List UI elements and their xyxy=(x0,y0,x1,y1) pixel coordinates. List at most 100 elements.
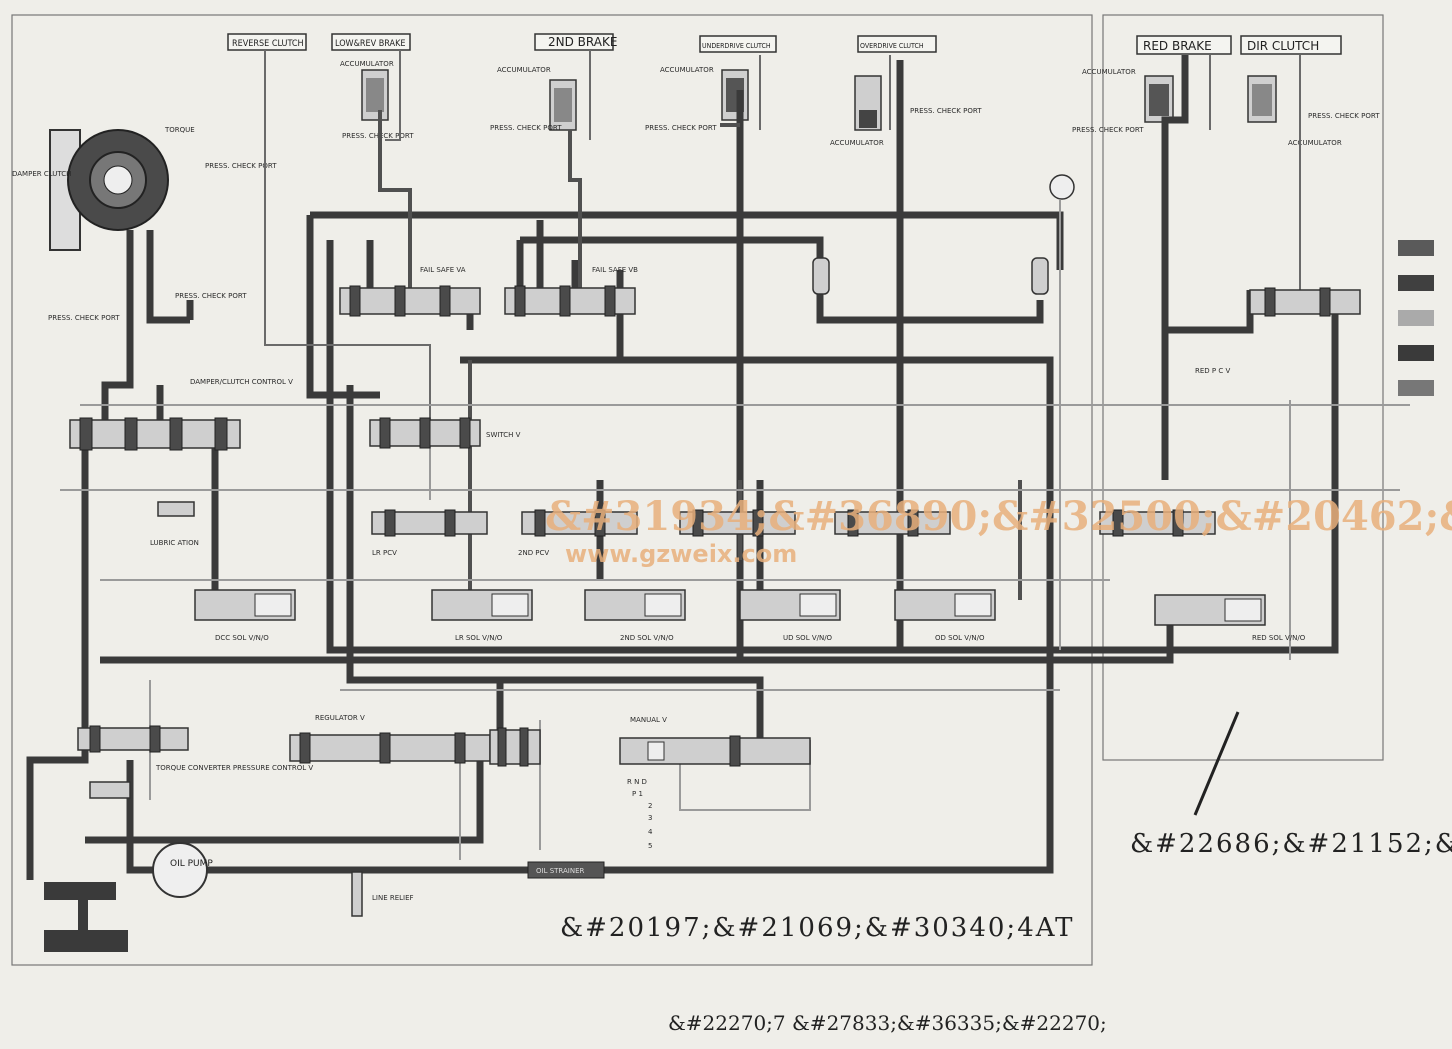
accumulator-low-rev: ACCUMULATOR PRESS. CHECK PORT xyxy=(340,60,414,140)
svg-text:REGULATOR V: REGULATOR V xyxy=(315,714,365,722)
svg-text:P 1: P 1 xyxy=(632,790,643,798)
svg-text:PRESS. CHECK PORT: PRESS. CHECK PORT xyxy=(205,162,277,170)
oil-pump: OIL PUMP xyxy=(152,842,213,898)
accumulator-ud: ACCUMULATOR PRESS. CHECK PORT xyxy=(645,66,749,132)
svg-text:2: 2 xyxy=(648,802,652,810)
svg-text:3: 3 xyxy=(648,814,652,822)
svg-text:ACCUMULATOR: ACCUMULATOR xyxy=(660,66,714,74)
ud-pcv-valve xyxy=(679,509,796,537)
watermark-cn: &#31934;&#36890;&#32500;&#20462;&#19979;… xyxy=(545,493,1452,540)
svg-text:PRESS. CHECK PORT: PRESS. CHECK PORT xyxy=(1072,126,1144,134)
accumulator-2nd: ACCUMULATOR PRESS. CHECK PORT xyxy=(490,66,577,132)
overdrive-clutch-label: OVERDRIVE CLUTCH xyxy=(857,35,937,53)
line-relief: LINE RELIEF xyxy=(351,871,414,917)
svg-text:REVERSE CLUTCH: REVERSE CLUTCH xyxy=(232,39,304,49)
svg-text:MANUAL V: MANUAL V xyxy=(630,716,667,724)
svg-text:RED BRAKE: RED BRAKE xyxy=(1143,39,1212,53)
red-brake-label: RED BRAKE xyxy=(1136,35,1232,55)
fail-safe-valve-a: FAIL SAFE VA xyxy=(339,266,481,317)
manual-valve: MANUAL V R N D P 1 2 3 4 5 xyxy=(619,716,811,850)
legend-swatch xyxy=(1398,240,1434,256)
svg-text:ACCUMULATOR: ACCUMULATOR xyxy=(1288,139,1342,147)
accumulator-od: ACCUMULATOR PRESS. CHECK PORT xyxy=(830,75,982,147)
svg-text:OVERDRIVE CLUTCH: OVERDRIVE CLUTCH xyxy=(860,42,924,50)
svg-text:OD SOL V/N/O: OD SOL V/N/O xyxy=(935,634,985,642)
dcc-solenoid: DCC SOL V/N/O xyxy=(194,589,296,642)
watermark-url: www.gzweix.com xyxy=(565,540,797,568)
svg-text:LR SOL V/N/O: LR SOL V/N/O xyxy=(455,634,503,642)
lr-pcv-valve: LR PCV xyxy=(371,509,488,557)
underdrive-clutch-label: UNDERDRIVE CLUTCH xyxy=(699,35,777,53)
legend-swatch xyxy=(1398,345,1434,361)
2nd-solenoid: 2ND SOL V/N/O xyxy=(584,589,686,642)
svg-text:FAIL SAFE VA: FAIL SAFE VA xyxy=(420,266,466,274)
ud-solenoid: UD SOL V/N/O xyxy=(739,589,841,642)
svg-text:TORQUE CONVERTER PRESSURE CONT: TORQUE CONVERTER PRESSURE CONTROL V xyxy=(155,764,313,772)
added-part-pointer xyxy=(1193,711,1240,816)
regulator-side-valves xyxy=(489,727,541,767)
svg-text:ACCUMULATOR: ACCUMULATOR xyxy=(497,66,551,74)
svg-text:OIL PUMP: OIL PUMP xyxy=(170,859,213,869)
second-brake-label: 2ND BRAKE xyxy=(534,33,617,51)
svg-text:LOW&REV BRAKE: LOW&REV BRAKE xyxy=(335,39,406,49)
svg-text:DAMPER/CLUTCH CONTROL V: DAMPER/CLUTCH CONTROL V xyxy=(190,378,293,386)
2nd-pcv-valve: 2ND PCV xyxy=(518,509,638,557)
svg-text:2ND PCV: 2ND PCV xyxy=(518,549,549,557)
svg-text:TORQUE: TORQUE xyxy=(164,126,195,134)
svg-text:ACCUMULATOR: ACCUMULATOR xyxy=(1082,68,1136,76)
svg-text:PRESS. CHECK PORT: PRESS. CHECK PORT xyxy=(490,124,562,132)
red-solenoid: RED SOL V/N/O xyxy=(1154,594,1306,642)
svg-text:RED SOL V/N/O: RED SOL V/N/O xyxy=(1252,634,1306,642)
svg-text:PRESS. CHECK PORT: PRESS. CHECK PORT xyxy=(1308,112,1380,120)
check-valve-top-right xyxy=(1049,174,1075,200)
svg-text:4: 4 xyxy=(648,828,653,836)
red-pcv-valve: RED P C V xyxy=(1195,287,1361,375)
svg-text:UNDERDRIVE CLUTCH: UNDERDRIVE CLUTCH xyxy=(702,42,771,50)
red-pcv-lower-valve xyxy=(1099,509,1216,537)
low-rev-brake-label: LOW&REV BRAKE xyxy=(331,33,411,51)
check-ball-b xyxy=(1031,257,1049,295)
svg-text:R N D: R N D xyxy=(627,778,647,786)
svg-text:ACCUMULATOR: ACCUMULATOR xyxy=(340,60,394,68)
svg-text:DAMPER CLUTCH: DAMPER CLUTCH xyxy=(12,170,71,178)
svg-text:PRESS. CHECK PORT: PRESS. CHECK PORT xyxy=(48,314,120,322)
reverse-clutch-label: REVERSE CLUTCH xyxy=(227,33,307,51)
accumulator-red: ACCUMULATOR PRESS. CHECK PORT xyxy=(1072,68,1174,134)
svg-text:PRESS. CHECK PORT: PRESS. CHECK PORT xyxy=(910,107,982,115)
legend-swatch xyxy=(1398,310,1434,326)
od-pcv-valve xyxy=(834,509,951,537)
accumulator-dir: ACCUMULATOR PRESS. CHECK PORT xyxy=(1247,75,1380,147)
added-part-label: &#22686;&#21152;&#37096;&#20998; xyxy=(1130,829,1452,859)
switch-valve: SWITCH V xyxy=(369,417,521,449)
svg-text:SWITCH V: SWITCH V xyxy=(486,431,521,439)
previous-4at-label: &#20197;&#21069;&#30340;4AT xyxy=(560,913,1074,943)
tc-pressure-control-valve: TORQUE CONVERTER PRESSURE CONTROL V xyxy=(77,725,313,799)
regulator-valve: REGULATOR V xyxy=(289,714,491,764)
torque-converter: TORQUE DAMPER CLUTCH PRESS. CHECK PORT P… xyxy=(12,126,277,322)
svg-text:5: 5 xyxy=(648,842,652,850)
svg-text:PRESS. CHECK PORT: PRESS. CHECK PORT xyxy=(645,124,717,132)
check-ball-a xyxy=(812,257,830,295)
svg-text:LUBRIC ATION: LUBRIC ATION xyxy=(150,539,199,547)
color-legend xyxy=(1398,240,1434,396)
svg-text:DCC SOL V/N/O: DCC SOL V/N/O xyxy=(215,634,269,642)
legend-swatch xyxy=(1398,275,1434,291)
oil-pan-reservoir xyxy=(44,882,128,952)
svg-text:PRESS. CHECK PORT: PRESS. CHECK PORT xyxy=(175,292,247,300)
svg-text:UD SOL V/N/O: UD SOL V/N/O xyxy=(783,634,833,642)
figure-caption: &#22270;7 &#27833;&#36335;&#22270; xyxy=(668,1011,1107,1035)
lubrication-box: LUBRIC ATION xyxy=(150,501,199,547)
damper-clutch-control-valve: DAMPER/CLUTCH CONTROL V xyxy=(69,378,293,451)
oil-strainer: OIL STRAINER xyxy=(527,861,605,879)
svg-text:2ND BRAKE: 2ND BRAKE xyxy=(548,35,617,49)
svg-text:FAIL SAFE VB: FAIL SAFE VB xyxy=(592,266,638,274)
lr-solenoid: LR SOL V/N/O xyxy=(431,589,533,642)
legend-swatch xyxy=(1398,380,1434,396)
svg-text:LINE RELIEF: LINE RELIEF xyxy=(372,894,414,902)
svg-text:2ND SOL V/N/O: 2ND SOL V/N/O xyxy=(620,634,674,642)
added-part-region xyxy=(1102,14,1384,761)
fail-safe-valve-b: FAIL SAFE VB xyxy=(504,266,638,317)
svg-text:DIR CLUTCH: DIR CLUTCH xyxy=(1247,39,1319,53)
svg-text:LR PCV: LR PCV xyxy=(372,549,397,557)
